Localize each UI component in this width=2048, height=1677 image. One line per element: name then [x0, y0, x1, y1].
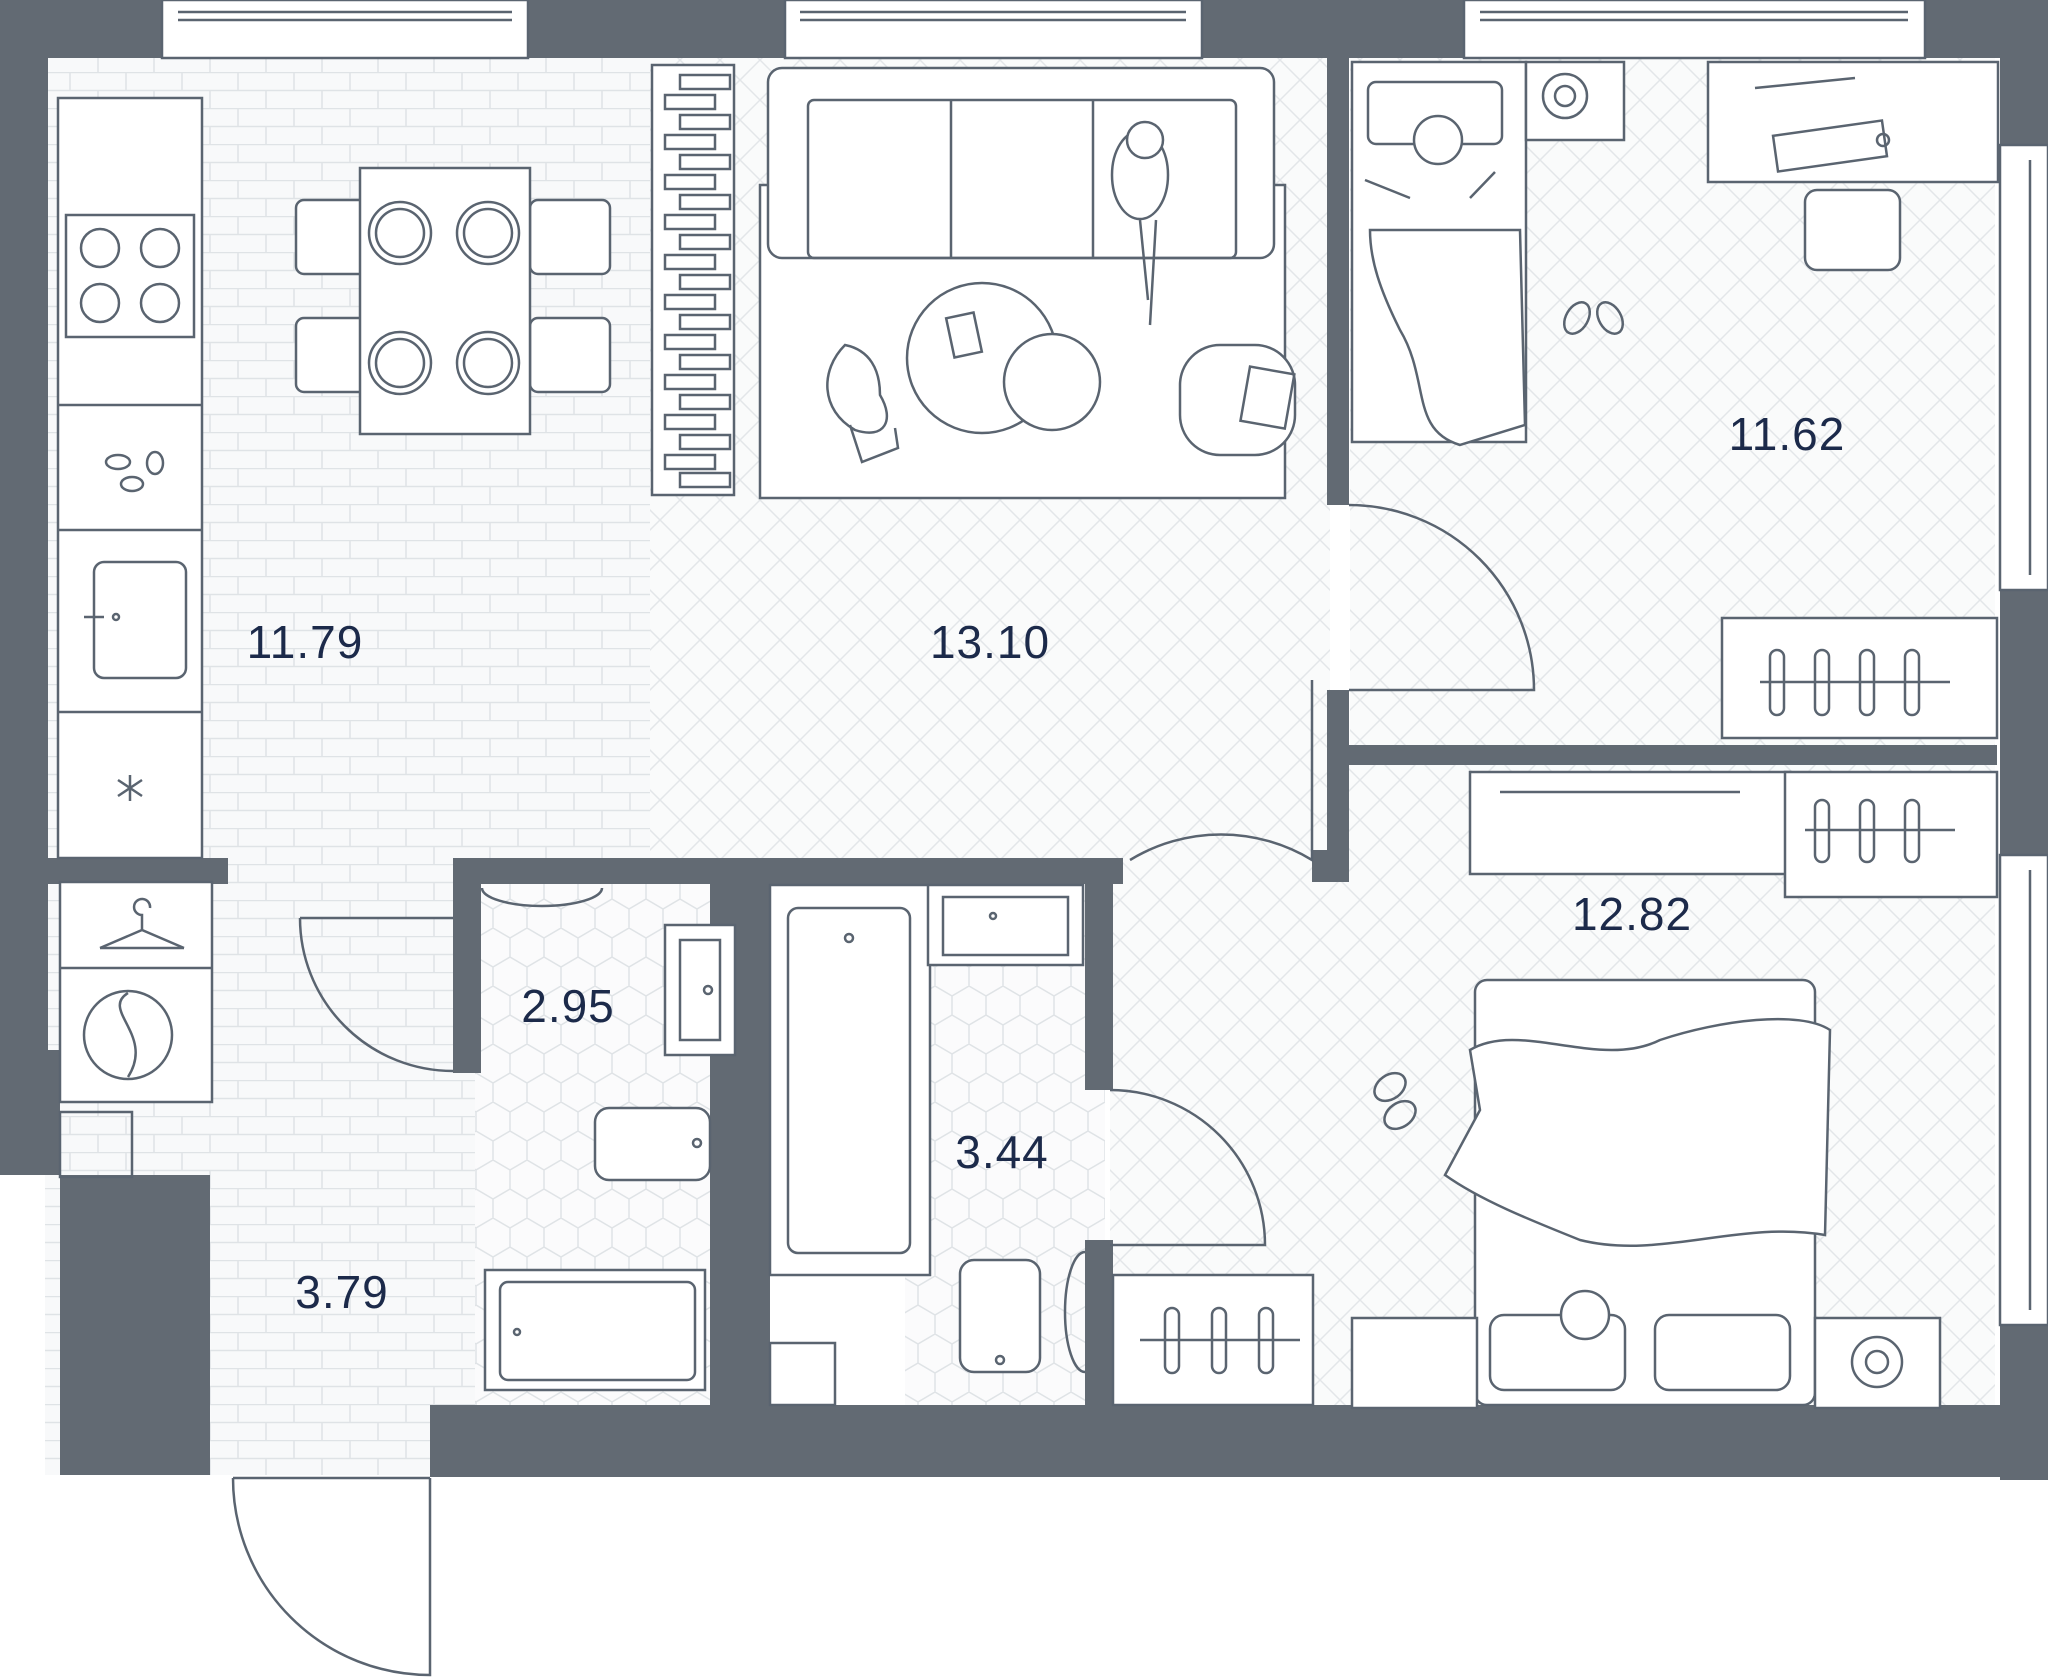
bathroom-fixtures [768, 883, 1085, 1407]
living-area-label: 13.10 [930, 616, 1050, 668]
hall-area-label: 3.79 [295, 1266, 389, 1318]
wc-area-label: 2.95 [521, 980, 615, 1032]
walls [0, 0, 2048, 1480]
bedroom-bottom-furniture [1111, 770, 1999, 1410]
kitchen-furniture [56, 96, 612, 1179]
bedroom-top-area-label: 11.62 [1729, 408, 1846, 460]
windows [160, 0, 2048, 1327]
kitchen-area-label: 11.79 [247, 616, 364, 668]
doors [231, 503, 1536, 1677]
bedroom-top-furniture [1350, 60, 2000, 740]
living-furniture [650, 63, 1297, 500]
bedroom-bottom-area-label: 12.82 [1572, 888, 1692, 940]
bathroom-area-label: 3.44 [955, 1126, 1049, 1178]
room-labels: 11.79 13.10 11.62 12.82 2.95 3.44 3.79 [247, 408, 1846, 1318]
wc-fixtures [483, 923, 737, 1392]
